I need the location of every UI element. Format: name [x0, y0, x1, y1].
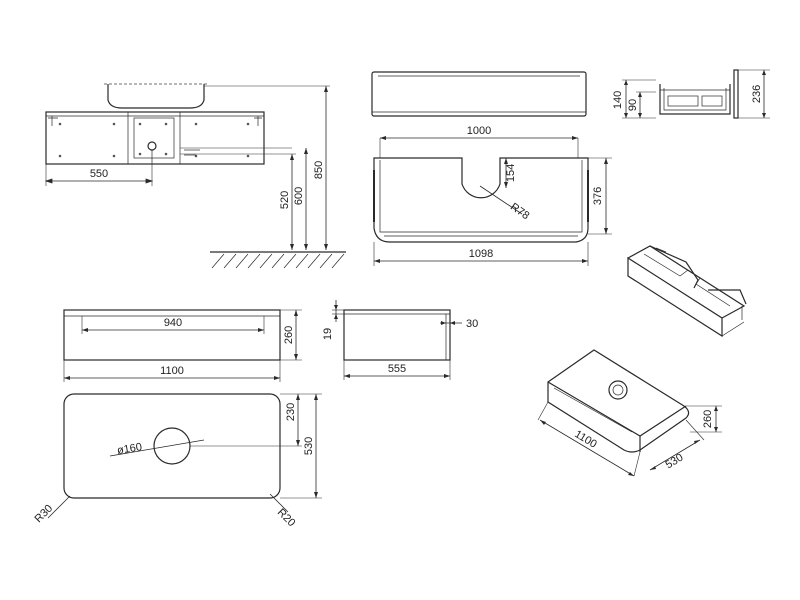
dim-cutout-depth: 154 [505, 164, 517, 182]
dim-height-520: 520 [279, 191, 291, 209]
iso-outline [547, 349, 690, 453]
dim-front-width: 550 [90, 168, 108, 180]
dim-corner-r30: R30 [32, 502, 55, 525]
dim-hole-diameter: ø160 [116, 441, 143, 457]
dim-top-width: 1098 [469, 248, 493, 260]
dim-plan-depth: 530 [303, 437, 315, 455]
side-view: 19 30 555 [322, 300, 478, 380]
iso-hole [608, 380, 628, 400]
top-outline [373, 157, 589, 243]
drain-hole [147, 141, 157, 151]
dim-side-top: 19 [322, 328, 334, 340]
front-panel [63, 309, 281, 361]
cabinet-plan-view: ø160 230 530 R30 R20 [32, 393, 322, 529]
dim-hole-offset: 230 [285, 403, 297, 421]
dim-height-850: 850 [313, 161, 325, 179]
top-plan-view: 1000 154 R78 376 1098 [373, 125, 612, 266]
top-front-profile [371, 71, 587, 117]
dim-drawer-h-140: 140 [612, 91, 624, 109]
dim-drawer-h-90: 90 [627, 99, 639, 111]
dim-height-600: 600 [293, 187, 305, 205]
floor-hatch [211, 253, 345, 269]
dim-corner-r20: R20 [275, 506, 298, 529]
cabinet-isometric-view: 1100 530 260 [537, 349, 722, 477]
front-elevation-view: 550 520 600 850 [44, 83, 346, 269]
dim-side-depth: 555 [388, 363, 406, 375]
drawer-section-detail: 140 90 236 [612, 69, 770, 119]
plan-hole [153, 427, 191, 465]
drawer-isometric-view [627, 245, 747, 338]
dim-top-depth: 376 [592, 187, 604, 205]
cabinet-body [45, 111, 265, 165]
dim-side-offset: 30 [466, 318, 478, 330]
front-view: 940 260 1100 [63, 309, 302, 382]
basin-outline [107, 84, 205, 109]
iso-dim-height: 260 [702, 410, 714, 428]
dim-inner-940: 940 [164, 317, 182, 329]
dim-side-h-236: 236 [751, 85, 763, 103]
dim-top-inner-width: 1000 [467, 125, 491, 137]
side-panel [343, 309, 451, 361]
dim-front-height: 260 [283, 326, 295, 344]
iso-dim-depth: 530 [663, 452, 685, 472]
dim-front-total-width: 1100 [160, 365, 184, 377]
dim-cutout-radius: R78 [508, 201, 531, 222]
plumbing-access-panel [133, 117, 175, 159]
